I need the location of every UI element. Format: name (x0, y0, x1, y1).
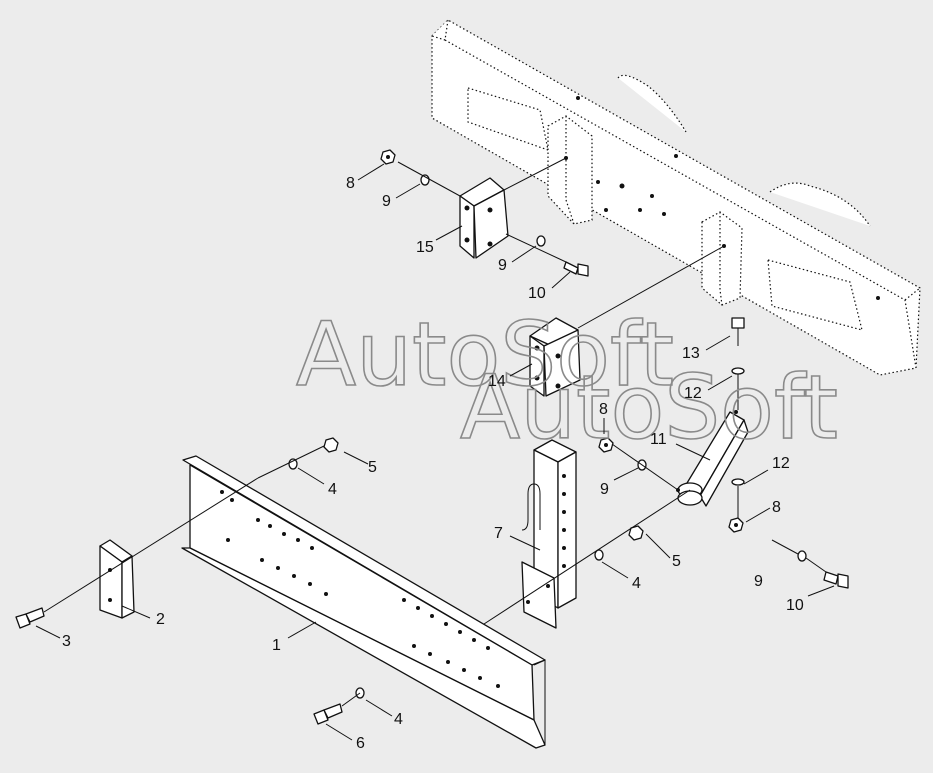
callout-4: 4 (328, 481, 337, 498)
callout-14: 14 (488, 373, 506, 390)
callout-10: 10 (528, 285, 546, 302)
callout-1: 1 (272, 637, 281, 654)
callout-5: 5 (672, 553, 681, 570)
callout-8: 8 (772, 499, 781, 516)
beam-1 (181, 455, 546, 749)
callout-5: 5 (368, 459, 377, 476)
callout-leaders (35, 163, 835, 741)
callout-3: 3 (62, 633, 71, 650)
callout-12: 12 (772, 455, 790, 472)
block-2 (99, 539, 135, 619)
callout-7: 7 (494, 525, 503, 542)
callout-8: 8 (346, 175, 355, 192)
watermark: AutoSoft (460, 356, 838, 459)
post-7 (521, 439, 577, 629)
callout-9: 9 (382, 193, 391, 210)
callout-10: 10 (786, 597, 804, 614)
callout-2: 2 (156, 611, 165, 628)
callout-15: 15 (416, 239, 434, 256)
callout-4: 4 (632, 575, 641, 592)
callout-9: 9 (498, 257, 507, 274)
callout-labels: 8 9 15 9 10 14 13 12 11 8 9 12 8 9 10 5 … (62, 175, 804, 752)
assembly-lines (43, 157, 827, 707)
callout-9: 9 (754, 573, 763, 590)
bracket-14 (529, 317, 581, 397)
bracket-15 (459, 177, 509, 259)
callout-8: 8 (599, 401, 608, 418)
callout-12: 12 (684, 385, 702, 402)
callout-6: 6 (356, 735, 365, 752)
arm-11 (676, 410, 749, 507)
callout-13: 13 (682, 345, 700, 362)
callout-9: 9 (600, 481, 609, 498)
fasteners (15, 149, 849, 725)
watermark: AutoSoft (296, 303, 674, 406)
vehicle-frame (431, 19, 921, 376)
callout-4: 4 (394, 711, 403, 728)
callout-11: 11 (650, 431, 667, 448)
